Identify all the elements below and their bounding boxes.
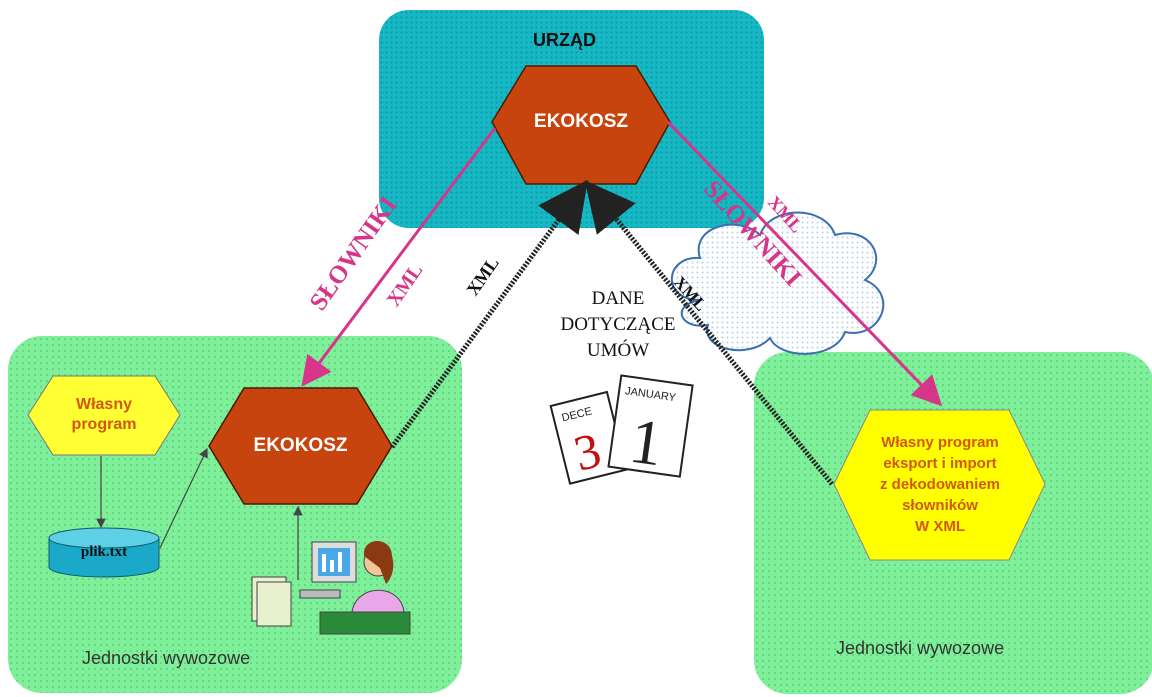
office-to-left-dict-arrow	[301, 127, 497, 387]
file-label: plik.txt	[80, 544, 128, 560]
right-unit-label: Jednostki wywozowe	[836, 638, 1005, 658]
right-data-arrow	[584, 180, 834, 486]
office-to-right-dict-arrow	[666, 120, 943, 407]
right-own-program-hex	[833, 409, 1046, 561]
calendar-icon: DECE 3 JANUARY 1	[549, 374, 694, 485]
left-unit-label: Jednostki wywozowe	[82, 648, 251, 668]
office-title: URZĄD	[533, 30, 596, 50]
file-to-ekokosz-arrow	[159, 447, 208, 549]
right-program-line-3: z dekodowaniem	[879, 475, 1001, 493]
left-ekokosz-label: EKOKOSZ	[253, 435, 348, 456]
file-cylinder-icon	[48, 527, 160, 578]
left-own-program-hex	[27, 375, 181, 456]
center-line-3: UMÓW	[586, 340, 650, 361]
network-cloud-icon	[670, 211, 885, 355]
computer-user-icon	[251, 541, 411, 635]
center-line-1: DANE	[591, 288, 645, 309]
right-program-line-2: eksport i import	[883, 454, 997, 472]
left-data-arrow	[389, 179, 588, 449]
right-program-line-1: Własny program	[881, 433, 999, 451]
center-data-label: DANE DOTYCZĄCE UMÓW	[548, 286, 688, 364]
office-ekokosz-label: EKOKOSZ	[534, 111, 628, 132]
center-line-2: DOTYCZĄCE	[560, 314, 676, 335]
right-own-program-label: Własny program eksport i import z dekodo…	[860, 425, 1020, 543]
left-own-program-label: Własny program	[71, 396, 137, 433]
right-program-line-5: W XML	[915, 517, 965, 535]
right-program-line-4: słowników	[902, 496, 978, 514]
